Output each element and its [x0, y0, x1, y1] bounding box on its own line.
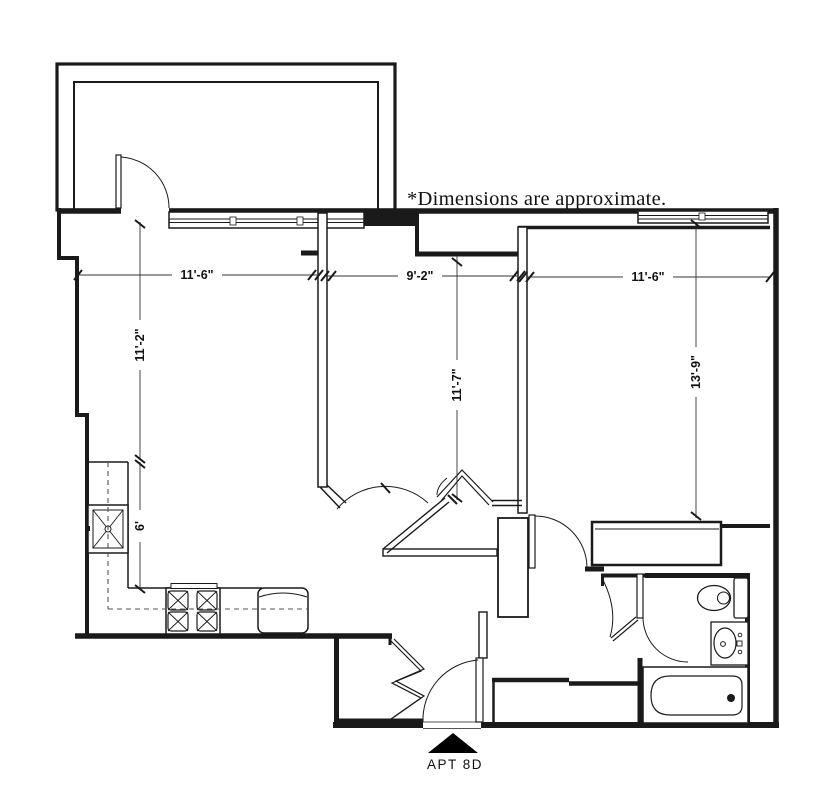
bedroom-depth-label: 13'-9"	[689, 355, 703, 389]
living-hall-partition	[317, 212, 347, 509]
bedroom-width-label: 11'-6"	[631, 270, 664, 284]
sink-faucet	[86, 526, 90, 531]
refrigerator	[257, 587, 309, 634]
terrace	[55, 62, 397, 212]
window-mullion	[296, 216, 304, 226]
range-4-burners	[165, 583, 221, 635]
living-room-window	[168, 211, 365, 229]
dimension-labels: 11'-6" 9'-2" 11'-6" 11'-2" 6' 11'-7" 13'…	[132, 267, 703, 542]
burner	[167, 590, 189, 611]
living-depth-label: 11'-2"	[133, 328, 147, 361]
bathroom-door	[642, 617, 689, 663]
apartment-label: APT 8D	[427, 757, 483, 772]
bedroom-west-wall	[517, 226, 528, 514]
burner	[196, 590, 218, 611]
linen-closet	[601, 573, 645, 642]
toilet	[696, 577, 749, 619]
overhead-cabinet-dashed	[107, 462, 307, 610]
terrace-door	[115, 154, 170, 209]
vanity-sink	[710, 621, 749, 666]
hall-closet	[492, 677, 638, 723]
kitchen-run-label: 6'	[133, 521, 147, 531]
bifold-doors	[393, 638, 426, 718]
dimensions-note: *Dimensions are approximate.	[407, 188, 666, 210]
hall-north-wall	[301, 211, 520, 257]
wall-pier	[497, 517, 529, 618]
window-mullion	[229, 216, 237, 226]
entrance-triangle-icon	[428, 733, 478, 753]
window-mullion	[698, 212, 706, 221]
bedroom-closet	[590, 520, 770, 567]
bathtub	[642, 666, 749, 724]
bifold-doors	[390, 640, 423, 720]
exterior-walls	[57, 208, 779, 728]
bedroom-door	[528, 514, 604, 572]
foyer-east-wall	[478, 611, 488, 659]
burner	[196, 611, 218, 632]
dimension-ticks	[73, 219, 775, 594]
terrace-door-opening	[121, 204, 169, 218]
hall-depth-label: 11'-7"	[450, 368, 464, 401]
foyer-closet	[334, 634, 426, 724]
living-room-door	[336, 482, 450, 554]
entry-door	[422, 657, 484, 723]
burner	[167, 611, 189, 632]
wall-block	[364, 209, 417, 226]
hall-south-wall	[382, 548, 498, 557]
living-width-label: 11'-6"	[180, 268, 213, 282]
bedroom-window	[637, 210, 769, 224]
angled-wall-nook	[436, 469, 522, 507]
kitchen-sink	[86, 504, 129, 554]
entry-opening	[423, 718, 481, 732]
hall-width-label: 9'-2"	[407, 269, 434, 283]
tub-drain	[727, 694, 735, 702]
